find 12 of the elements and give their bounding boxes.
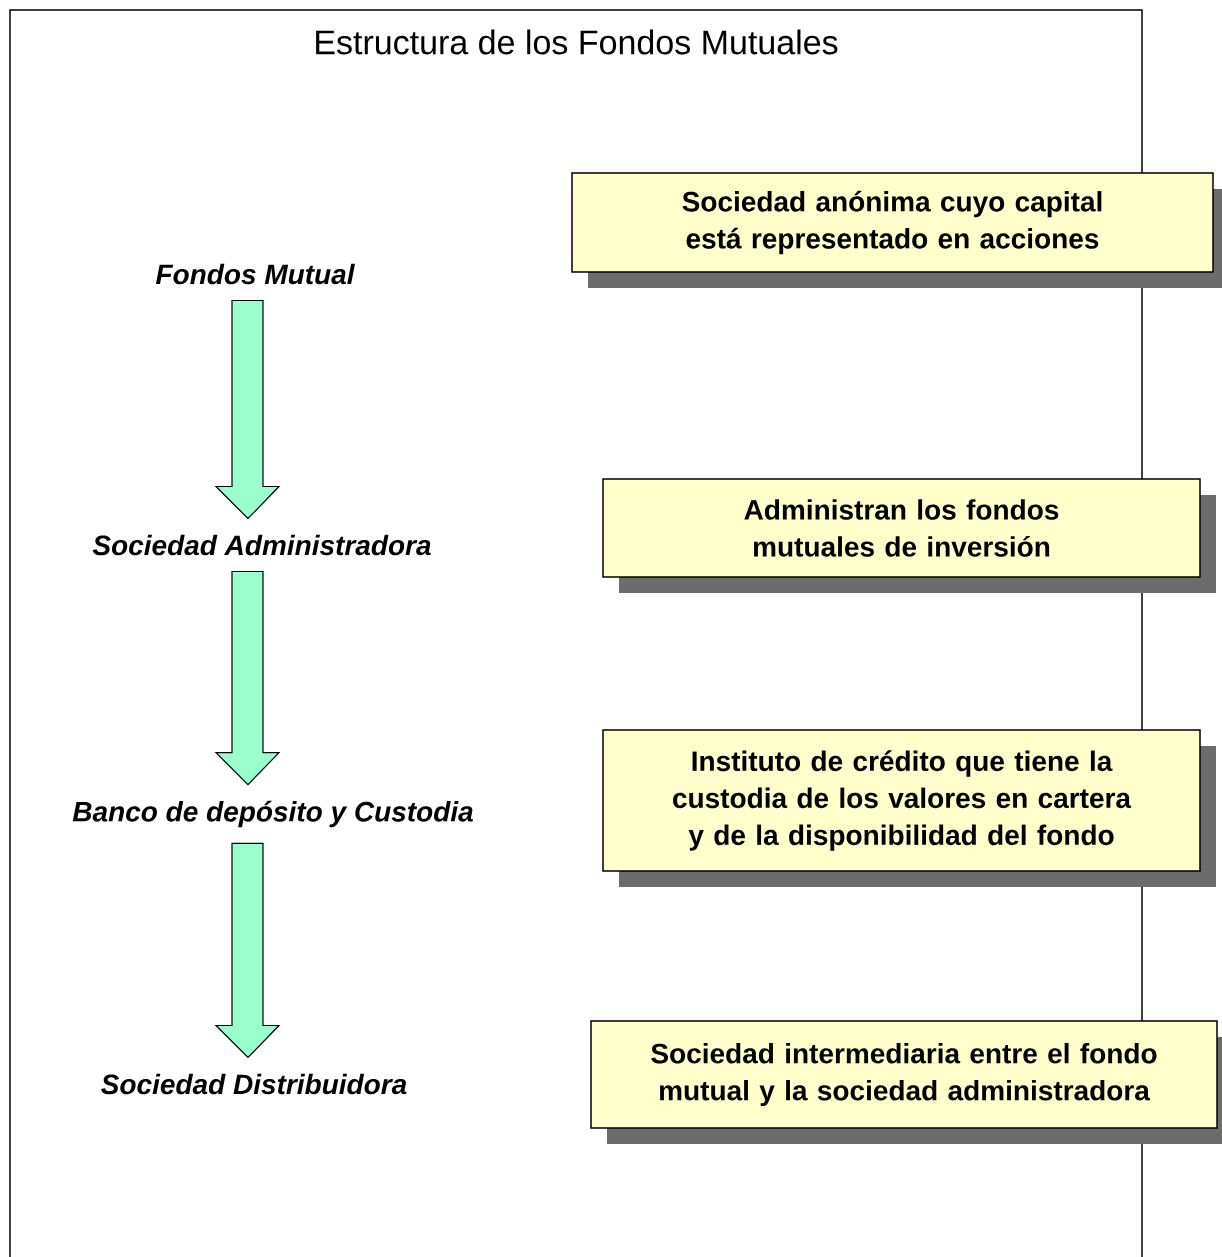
item-label: Sociedad Administradora <box>92 534 431 556</box>
description-box: Sociedad intermediaria entre el fondo mutual y la sociedad administradora <box>590 1020 1222 1144</box>
item-label: Banco de depósito y Custodia <box>72 800 473 828</box>
item-label: Fondos Mutual <box>155 263 355 285</box>
description-box: Instituto de crédito que tiene la custodia de los valores en cartera y de la disponibilidad del fondo <box>602 729 1216 887</box>
description-box: Administran los fondos mutuales de inversión <box>602 478 1216 593</box>
item-label: Sociedad Distribuidora <box>101 1073 407 1095</box>
block-arrow <box>214 299 281 520</box>
title: Estructura de los Fondos Mutuales <box>316 29 838 55</box>
block-arrow <box>214 842 281 1059</box>
block-arrow <box>214 570 281 786</box>
description-box: Sociedad anónima cuyo capital está representado en acciones <box>571 172 1222 288</box>
